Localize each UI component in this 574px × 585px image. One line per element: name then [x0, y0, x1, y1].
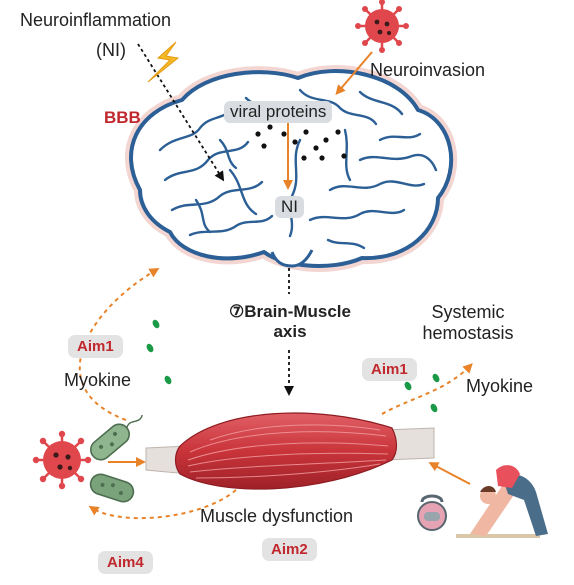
- muscle: [145, 412, 435, 490]
- myokine-droplets-left: [146, 319, 172, 385]
- ni-label: NI: [275, 196, 304, 218]
- viral-proteins-label: viral proteins: [224, 101, 333, 123]
- systemic-line1: Systemic: [431, 302, 505, 322]
- systemic-line2: hemostasis: [422, 322, 514, 343]
- neuroinvasion-label: Neuroinvasion: [370, 60, 486, 80]
- brain-stem: [270, 249, 314, 268]
- myokine-droplets-right: [404, 373, 440, 413]
- kettlebell-icon: [417, 494, 447, 531]
- neuroinflammation-arrow: [137, 43, 225, 182]
- virus-icon: [355, 0, 409, 53]
- brain-muscle-axis-label: ⑦Brain-Muscle axis: [215, 302, 365, 341]
- aim1-right-badge: Aim1: [362, 358, 417, 381]
- myokine-right-arrow: [381, 363, 473, 415]
- muscle-fibers: [187, 424, 389, 479]
- myokine-right-label: Myokine: [466, 376, 534, 396]
- muscle-to-pathogen-arrow: [88, 489, 237, 520]
- neuroinflammation-label: Neuroinflammation: [20, 10, 172, 30]
- bacteria-icon: [90, 414, 143, 461]
- neuroinvasion-arrow: [335, 51, 373, 96]
- bacteria-icon: [89, 473, 135, 503]
- yoga-person-icon: [456, 465, 548, 538]
- lightning-icon: [147, 41, 180, 83]
- exercise-to-muscle-arrow: [428, 462, 471, 485]
- myokine-left-label: Myokine: [64, 370, 132, 390]
- ni-abbrev-label: (NI): [96, 40, 126, 60]
- axis-line1: ⑦Brain-Muscle: [229, 302, 351, 321]
- bbb-label: BBB: [104, 108, 141, 127]
- axis-line2: axis: [273, 321, 307, 341]
- aim2-badge: Aim2: [262, 538, 317, 561]
- muscle-dysfunction-label: Muscle dysfunction: [200, 506, 354, 526]
- systemic-hemostasis-label: Systemic hemostasis: [408, 302, 528, 343]
- viral-protein-dots: [255, 124, 347, 161]
- aim4-badge: Aim4: [98, 551, 153, 574]
- virus-icon: [32, 430, 92, 490]
- brain: [125, 65, 458, 272]
- aim1-left-badge: Aim1: [68, 335, 123, 358]
